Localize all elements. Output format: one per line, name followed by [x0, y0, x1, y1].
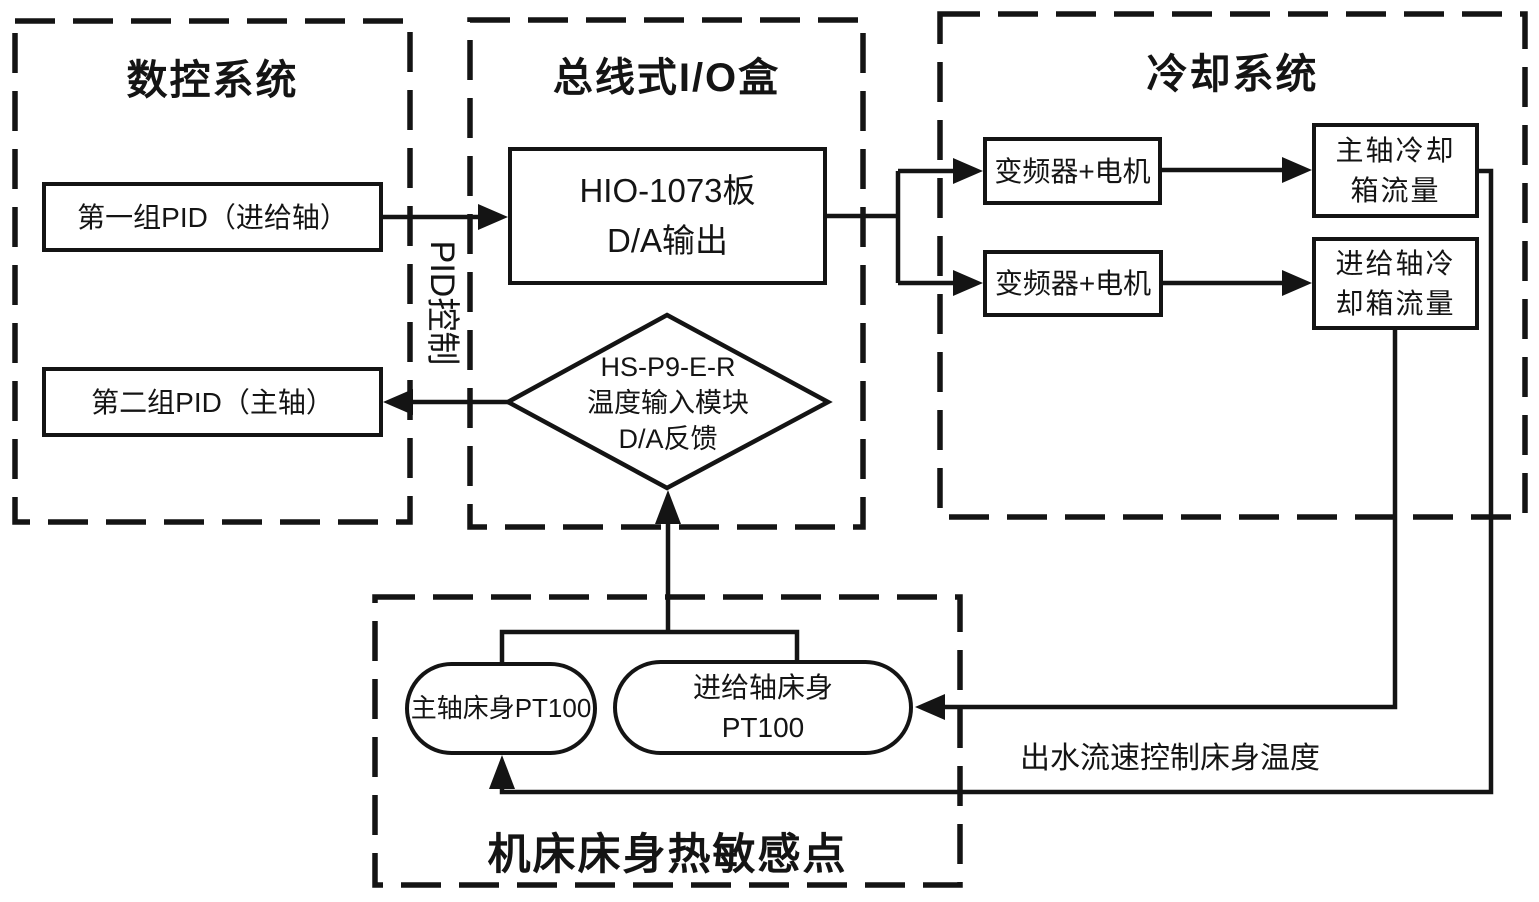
arrowhead-into-diamond: [655, 490, 681, 524]
io-group-border: [467, 17, 866, 530]
arrowhead-into-pid2: [383, 389, 413, 415]
feed-bed-pt100-line1: 进给轴床身: [692, 671, 833, 703]
arrowhead-into-inverter1: [953, 158, 983, 184]
node-inverter-motor-1: 变频器+电机: [983, 137, 1162, 205]
flow-note-annotation: 出水流速控制床身温度: [1020, 742, 1320, 775]
arrowhead-into-spindle-flow: [1282, 157, 1312, 183]
node-inverter-motor-2-label: 变频器+电机: [994, 268, 1152, 299]
node-pid-group1-label: 第一组PID（进给轴）: [77, 201, 348, 233]
link-sensor-branch: [499, 629, 800, 662]
feed-cooling-flow-line2: 却箱流量: [1335, 287, 1456, 319]
io-group-title: 总线式I/O盒: [552, 56, 781, 100]
temp-module-diamond: [503, 312, 833, 491]
node-feed-cooling-flow: 进给轴冷 却箱流量: [1312, 237, 1479, 330]
node-inverter-motor-2: 变频器+电机: [983, 250, 1163, 317]
bed-group-title: 机床床身热敏感点: [487, 831, 848, 879]
node-pid-group1: 第一组PID（进给轴）: [42, 182, 383, 252]
arrowhead-into-inverter2: [953, 270, 983, 296]
cooling-group-title: 冷却系统: [1146, 51, 1319, 97]
node-pid-group2: 第二组PID（主轴）: [42, 367, 383, 437]
node-feed-bed-pt100: 进给轴床身 PT100: [613, 660, 913, 755]
node-pid-group2-label: 第二组PID（主轴）: [91, 386, 334, 418]
node-hio-board-line1: HIO-1073板: [579, 172, 756, 209]
cnc-group-title: 数控系统: [126, 57, 299, 103]
temp-module-line3: D/A反馈: [618, 424, 718, 454]
link-spindleflow-to-bed: [499, 168, 1494, 795]
feed-bed-pt100-line2: PT100: [721, 711, 805, 743]
spindle-cooling-flow-line2: 箱流量: [1350, 174, 1441, 206]
arrowhead-into-hio: [478, 204, 508, 230]
spindle-bed-pt100-label: 主轴床身PT100: [410, 693, 592, 724]
node-hio-board-line2: D/A输出: [606, 222, 728, 259]
link-feedflow-to-bed: [941, 330, 1398, 710]
node-inverter-motor-1-label: 变频器+电机: [994, 155, 1151, 187]
node-temp-module-label: HS-P9-E-R 温度输入模块 D/A反馈: [548, 349, 788, 457]
arrowhead-into-feed-pt100: [915, 694, 945, 720]
arrowhead-into-spindle-pt100: [489, 755, 515, 789]
pid-control-annotation: PID控制: [423, 240, 461, 366]
arrowhead-into-feed-flow: [1282, 270, 1312, 296]
feed-cooling-flow-line1: 进给轴冷: [1335, 247, 1456, 279]
temp-module-line2: 温度输入模块: [587, 388, 749, 418]
cnc-group-border: [12, 18, 413, 525]
spindle-cooling-flow-line1: 主轴冷却: [1335, 134, 1456, 166]
node-hio-board: HIO-1073板 D/A输出: [508, 147, 827, 285]
node-spindle-cooling-flow: 主轴冷却 箱流量: [1312, 123, 1479, 218]
cooling-group-border: [937, 11, 1528, 520]
temp-module-line1: HS-P9-E-R: [600, 352, 736, 382]
node-spindle-bed-pt100: 主轴床身PT100: [405, 662, 597, 755]
